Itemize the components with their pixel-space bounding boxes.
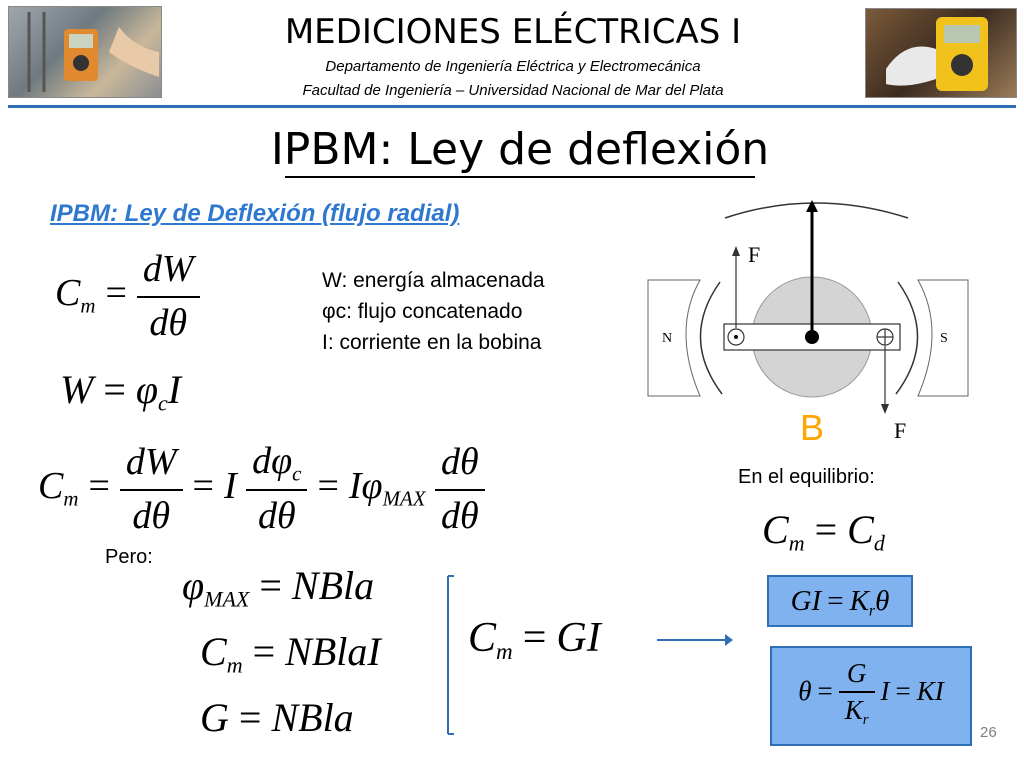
north-label: N [662, 331, 672, 346]
energy-flux-equation: W=φcI [60, 367, 182, 416]
bracket-line [447, 575, 454, 735]
force-top-label: F [748, 242, 760, 267]
pero-label: Pero: [105, 546, 153, 568]
south-pole-magnet [917, 279, 969, 397]
slide-subtitle: IPBM: Ley de Deflexión (flujo radial) [50, 200, 460, 227]
g-constant-equation: G=NBla [200, 695, 354, 740]
torque-nblai-equation: Cm=NBlaI [200, 629, 381, 678]
legend-flux: φc: flujo concatenado [322, 300, 523, 323]
course-title: MEDICIONES ELÉCTRICAS I [284, 12, 742, 52]
phi-max-equation: φMAX=NBla [182, 563, 375, 612]
right-header-photo [865, 8, 1017, 98]
legend-energy: W: energía almacenada [322, 269, 545, 292]
page-number: 26 [980, 724, 997, 741]
gi-kr-theta-box: GI=Krθ [767, 575, 913, 627]
digital-multimeter-icon [886, 17, 988, 91]
meter-movement-diagram: F F N S B [647, 200, 969, 448]
faculty-line: Facultad de Ingeniería – Universidad Nac… [302, 82, 724, 99]
equilibrium-label: En el equilibrio: [738, 466, 875, 488]
slide-title: IPBM: Ley de deflexión [270, 124, 770, 175]
field-label: B [800, 407, 824, 448]
left-header-photo [8, 6, 162, 98]
department-line: Departamento de Ingeniería Eléctrica y E… [325, 58, 701, 75]
multimeter-in-use-icon [27, 12, 159, 92]
variable-legend: W: energía almacenada φc: flujo concaten… [322, 265, 545, 358]
header-rule [8, 105, 1016, 108]
slide-title-underline [285, 176, 755, 178]
north-pole-magnet [647, 279, 701, 397]
scale-arc [724, 202, 909, 219]
torque-gi-equation: Cm=GI [468, 615, 601, 665]
right-arrow-icon [657, 634, 733, 646]
force-bottom-label: F [894, 418, 906, 443]
south-label: S [940, 331, 948, 346]
legend-current: I: corriente en la bobina [322, 331, 542, 354]
torque-balance-equation: Cm=Cd [762, 507, 885, 556]
